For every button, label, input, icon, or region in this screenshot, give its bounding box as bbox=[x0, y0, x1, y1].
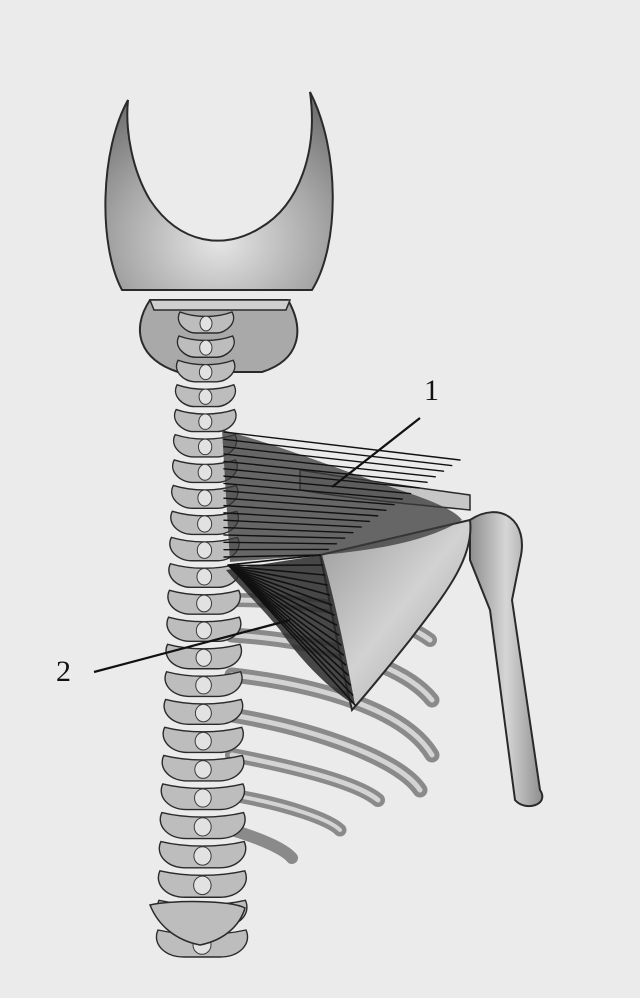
muscle-fiber bbox=[223, 446, 445, 472]
muscle-fiber bbox=[223, 460, 428, 484]
vertebra bbox=[160, 783, 246, 811]
muscle-fiber bbox=[234, 571, 347, 666]
muscle-fiber bbox=[223, 526, 354, 534]
muscle-fiber bbox=[223, 468, 420, 489]
muscle-fiber bbox=[235, 572, 352, 686]
muscle-fiber bbox=[223, 504, 379, 517]
muscle-fiber bbox=[223, 438, 453, 467]
vertebra bbox=[175, 359, 236, 383]
leader-line-2 bbox=[93, 618, 291, 674]
muscle-fiber bbox=[223, 490, 395, 506]
vertebra bbox=[163, 698, 244, 726]
muscle-fiber bbox=[223, 534, 346, 539]
vertebra bbox=[158, 840, 247, 869]
humerus bbox=[469, 511, 544, 808]
muscle-fiber bbox=[227, 564, 324, 567]
vertebra bbox=[162, 726, 244, 754]
vertebral-column bbox=[148, 311, 249, 958]
vertebra bbox=[161, 754, 245, 782]
vertebra bbox=[177, 311, 235, 334]
vertebra bbox=[173, 433, 238, 458]
vertebra bbox=[157, 869, 247, 898]
vertebra bbox=[167, 589, 241, 615]
muscle-fiber bbox=[230, 567, 333, 606]
muscle-fiber bbox=[223, 431, 461, 461]
muscle-fiber bbox=[223, 475, 412, 495]
vertebra bbox=[166, 616, 242, 643]
muscle-fiber bbox=[235, 572, 349, 676]
muscle-fiber bbox=[223, 453, 436, 478]
muscle-fiber bbox=[231, 568, 335, 616]
muscle-1-fibers bbox=[222, 430, 462, 562]
vertebra bbox=[169, 536, 240, 562]
muscle-fiber bbox=[223, 519, 362, 528]
label-1: 1 bbox=[424, 374, 439, 407]
muscle-fiber bbox=[227, 554, 321, 566]
leader-line-1 bbox=[331, 417, 421, 488]
muscle-fiber bbox=[229, 566, 328, 586]
muscle-fiber-lines bbox=[223, 431, 461, 706]
vertebra bbox=[176, 335, 235, 358]
vertebra bbox=[170, 510, 240, 536]
vertebra bbox=[164, 670, 243, 698]
muscle-fiber bbox=[237, 574, 356, 706]
label-2: 2 bbox=[56, 655, 71, 688]
vertebra bbox=[159, 811, 246, 840]
muscle-fiber bbox=[223, 512, 371, 523]
muscle-fiber bbox=[223, 554, 321, 558]
vertebra bbox=[168, 562, 241, 589]
muscle-fiber bbox=[231, 568, 338, 626]
muscle-fiber bbox=[232, 569, 340, 636]
muscle-fiber bbox=[223, 497, 387, 511]
muscle-fiber bbox=[233, 570, 345, 656]
muscle-fiber bbox=[229, 566, 331, 596]
muscle-fiber bbox=[233, 570, 342, 646]
vertebra bbox=[165, 643, 243, 670]
sacrum bbox=[148, 900, 246, 946]
vertebra bbox=[174, 383, 236, 408]
muscle-fiber bbox=[228, 565, 326, 576]
muscle-fiber bbox=[223, 482, 404, 500]
vertebra bbox=[174, 408, 237, 433]
muscle-fiber bbox=[223, 541, 338, 545]
